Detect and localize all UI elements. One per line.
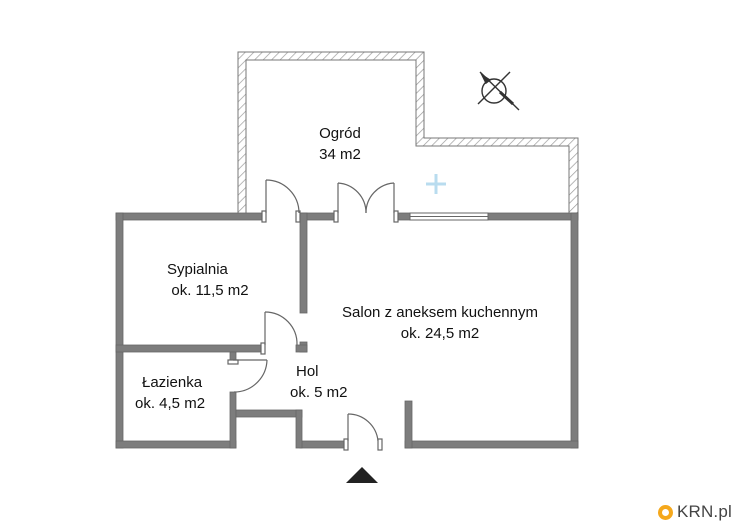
krn-watermark: KRN.pl (657, 502, 732, 522)
compass-rose-icon (477, 71, 520, 111)
apartment-walls (115, 212, 579, 449)
bedroom-area: ok. 11,5 m2 (171, 282, 249, 299)
door-bathroom-hall (227, 359, 268, 393)
living-name: Salon z aneksem kuchennym (342, 304, 538, 321)
bathroom-name: Łazienka (142, 374, 203, 391)
door-entrance (343, 413, 383, 451)
garden-area: 34 m2 (319, 146, 361, 163)
room-label-bathroom: Łazienka ok. 4,5 m2 (135, 372, 235, 414)
entrance-arrow-icon (346, 467, 378, 483)
living-area: ok. 24,5 m2 (400, 325, 480, 342)
doors (227, 179, 399, 451)
plus-icon (426, 174, 446, 194)
hall-name: Hol (296, 363, 319, 380)
watermark-text: KRN.pl (676, 502, 732, 521)
garden-name: Ogród (319, 125, 361, 142)
bathroom-area: ok. 4,5 m2 (135, 395, 206, 412)
window (409, 212, 489, 221)
hall-area: ok. 5 m2 (290, 384, 348, 401)
room-label-garden: Ogród 34 m2 (300, 123, 380, 165)
krn-logo-icon (657, 504, 673, 520)
door-bedroom-hall (260, 311, 298, 355)
garden-boundary (237, 51, 579, 219)
room-label-living: Salon z aneksem kuchennym ok. 24,5 m2 (330, 302, 550, 344)
door-living-garden (333, 182, 399, 223)
room-label-bedroom: Sypialnia ok. 11,5 m2 (150, 259, 270, 301)
room-label-hall: Hol ok. 5 m2 (290, 361, 380, 403)
door-bedroom-garden (261, 179, 301, 223)
bedroom-name: Sypialnia (167, 261, 228, 278)
